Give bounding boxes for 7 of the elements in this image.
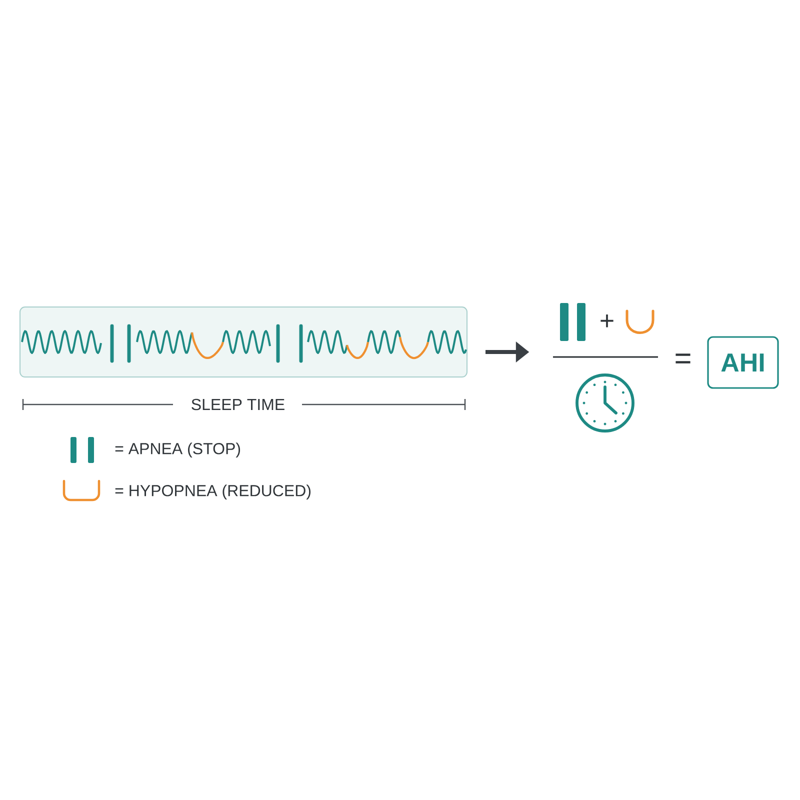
legend-text: = HYPOPNEA (REDUCED): [115, 484, 310, 500]
equals-sign: =: [676, 354, 690, 364]
legend-text: = APNEA (STOP): [115, 442, 240, 458]
waveform-box: [20, 306, 468, 378]
plus-sign: +: [600, 314, 614, 328]
result-box: AHI: [707, 336, 779, 389]
dimension-label: SLEEP TIME: [192, 398, 284, 410]
